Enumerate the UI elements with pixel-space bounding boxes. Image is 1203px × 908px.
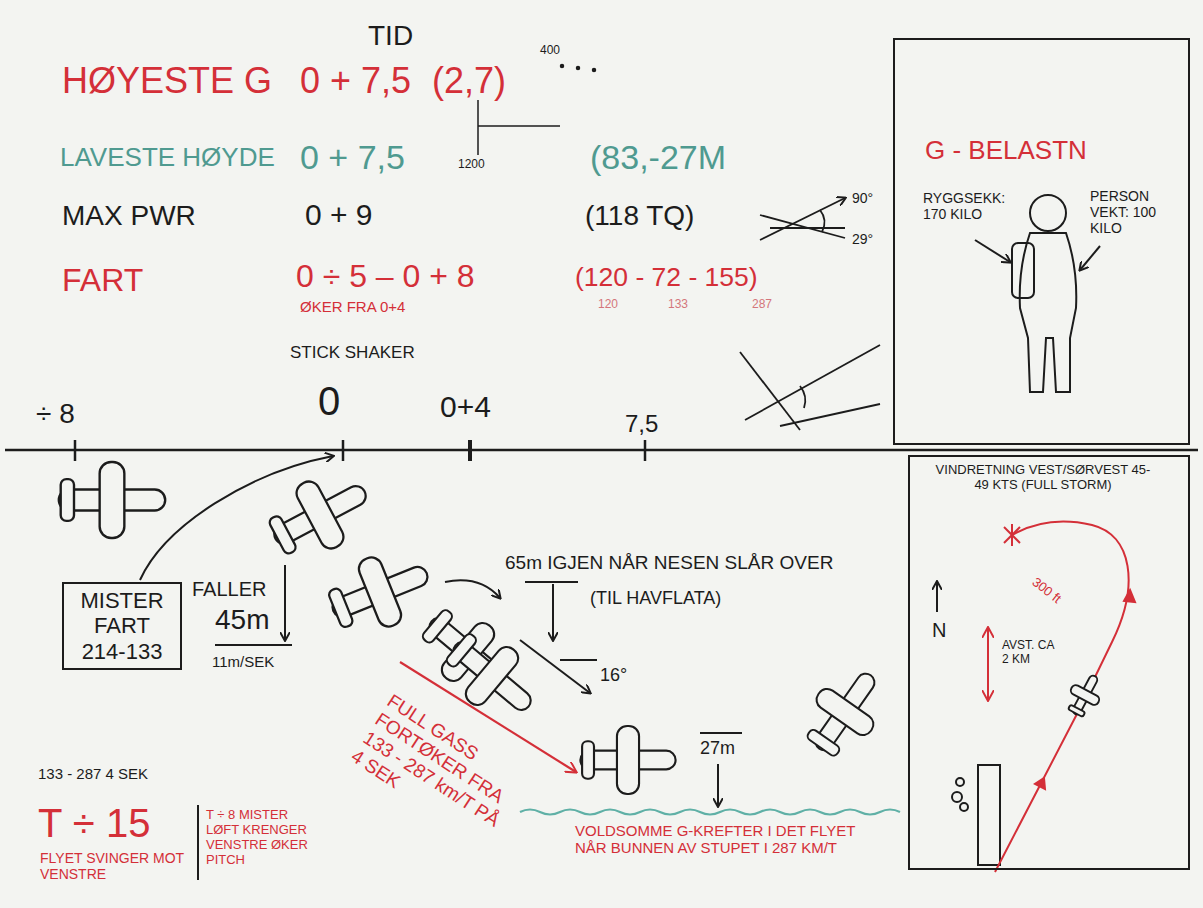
box-heading: VINDRETNING VEST/SØRVEST 45-49 KTS (FULL…: [932, 463, 1154, 493]
dimension: 45m: [215, 604, 269, 636]
box-text: MISTER FART 214-133: [72, 588, 172, 664]
cross-sketch: [740, 345, 880, 430]
measured-value: (120 - 72 - 155): [575, 262, 758, 292]
distance-note: AVST. CA 2 KM: [1002, 639, 1056, 667]
measured-value: (83,-27M: [590, 138, 726, 177]
dimension: 27m: [700, 738, 735, 759]
faded-value: 133: [668, 298, 688, 312]
angle-sketch: [760, 198, 845, 240]
dimension: 11m/SEK: [212, 653, 274, 670]
time-value: 0 ÷ 5 – 0 + 8: [296, 258, 475, 295]
speed-note: ØKER FRA 0+4: [300, 298, 405, 315]
wind-map-sketch: [937, 522, 1135, 872]
event-note: FLYET SVINGER MOT VENSTRE: [40, 850, 190, 882]
time-value: 0 + 7,5: [300, 138, 405, 177]
timeline-mark: 0: [318, 378, 340, 424]
map-box: VINDRETNING VEST/SØRVEST 45-49 KTS (FULL…: [908, 455, 1190, 870]
axis-value: 1200: [458, 158, 485, 172]
event-note: T ÷ 8 MISTER LØFT KRENGER VENSTRE ØKER P…: [206, 808, 324, 868]
timeline-mark: ÷ 8: [36, 398, 75, 430]
measured-value: (118 TQ): [585, 200, 694, 232]
angle-value: 16°: [600, 665, 627, 686]
measured-value: (2,7): [432, 60, 506, 101]
box-heading: G - BELASTN: [925, 136, 1087, 166]
timeline-mark: 7,5: [625, 410, 658, 438]
sea-surface: [520, 810, 900, 815]
axis-value: 400: [540, 44, 560, 58]
timeline-mark: 0+4: [440, 390, 491, 425]
time-value: 0 + 9: [305, 198, 373, 233]
event-label: (TIL HAVFLATA): [590, 588, 721, 609]
row-label: HØYESTE G: [62, 60, 272, 101]
person-figure: [975, 195, 1100, 392]
row-label: FART: [62, 262, 143, 299]
event-label: STICK SHAKER: [290, 343, 415, 363]
altitude-note: 300 ft: [1029, 575, 1064, 607]
row-label: MAX PWR: [62, 200, 196, 232]
event-box: MISTER FART 214-133: [62, 582, 182, 670]
faded-value: 287: [752, 298, 772, 312]
time-mark: T ÷ 15: [38, 800, 150, 846]
row-label: LAVESTE HØYDE: [60, 143, 275, 173]
time-value: 0 + 7,5: [300, 60, 411, 101]
event-label: 65m IGJEN NÅR NESEN SLÅR OVER: [505, 552, 833, 574]
throttle-note: FULL GASS FORTØKER FRA 133 - 287 km/T PÅ…: [347, 690, 529, 850]
speed-note: 133 - 287 4 SEK: [38, 765, 148, 782]
g-force-note: VOLDSOMME G-KREFTER I DET FLYET NÅR BUNN…: [575, 822, 875, 857]
angle-value: 29°: [852, 231, 873, 247]
column-heading: TID: [368, 20, 413, 52]
compass-letter: N: [932, 619, 946, 642]
weight-note: PERSON VEKT: 100 KILO: [1090, 188, 1172, 236]
frame-box: G - BELASTN RYGGSEKK: 170 KILO PERSON VEKT…: [893, 38, 1190, 445]
faded-value: 120: [598, 298, 618, 312]
event-label: FALLER: [192, 578, 266, 601]
weight-note: RYGGSEKK: 170 KILO: [923, 190, 1018, 222]
angle-value: 90°: [852, 190, 873, 206]
motion-arrows: [140, 456, 742, 880]
